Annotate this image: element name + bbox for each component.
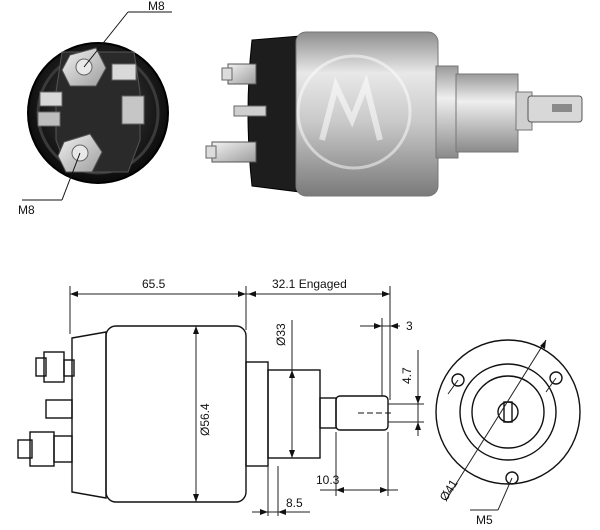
- ld-top-stud-tip: [35, 357, 47, 377]
- ld-bottom-stud-tip: [17, 439, 33, 459]
- arrow: [336, 487, 344, 493]
- arrow: [238, 291, 246, 297]
- label-bolt-circle: Ø41: [437, 477, 461, 504]
- label-body-dia: Ø56.4: [198, 403, 212, 436]
- arrow: [248, 291, 256, 297]
- contact-plate-right: [121, 95, 145, 125]
- arrow: [380, 487, 388, 493]
- arrow: [278, 509, 286, 515]
- ld-hole-mark: [545, 377, 557, 393]
- contact-plate-left-bottom: [37, 111, 61, 127]
- arrow: [260, 509, 268, 515]
- side-nose: [455, 73, 519, 153]
- photo-side-view: [205, 31, 583, 197]
- leader-m5: [497, 477, 513, 511]
- ld-end-flange: [459, 363, 557, 461]
- ld-mount-hole-right: [549, 371, 563, 385]
- side-top-stud-tip: [221, 67, 233, 81]
- leader-bottom-m8: [61, 152, 81, 201]
- ld-bottom-washer: [53, 435, 73, 463]
- label-top-m8: M8: [148, 0, 165, 13]
- side-spade: [233, 105, 267, 117]
- ld-nose: [267, 369, 321, 459]
- side-plunger-slot: [552, 104, 572, 112]
- arrow: [415, 396, 421, 404]
- ld-cap: [71, 331, 107, 499]
- label-eye-length: 10.3: [316, 473, 340, 487]
- arrow: [382, 291, 390, 297]
- leader-top-m8: [83, 11, 129, 68]
- side-bottom-stud-tip: [205, 145, 217, 159]
- side-bottom-stud: [211, 141, 257, 163]
- line-drawing-end-view: Ø41 M5: [435, 339, 581, 527]
- side-end-cap: [247, 35, 301, 193]
- watermark-logo: [296, 54, 412, 170]
- arrow: [390, 323, 398, 329]
- ld-body: [105, 325, 247, 503]
- ld-top-washer: [63, 359, 75, 377]
- watermark-logo-mark: [319, 74, 383, 141]
- arrow: [289, 450, 295, 458]
- line-drawing-side: 65.5 32.1 Engaged Ø56.4 Ø33 3 4.7: [17, 277, 424, 516]
- photo-end-view: M8 M8: [18, 0, 172, 217]
- arrow: [289, 370, 295, 378]
- spade-terminal: [111, 63, 137, 81]
- label-shoulder: 8.5: [286, 496, 303, 510]
- label-m5: M5: [476, 513, 493, 527]
- ld-end-slot: [503, 401, 513, 423]
- label-eye-width: 4.7: [400, 367, 414, 384]
- ld-mount-hole-left: [451, 373, 465, 387]
- contact-plate-left-top: [39, 91, 63, 107]
- label-nose-dia: Ø33: [274, 323, 288, 346]
- ld-nose-flange: [245, 361, 269, 467]
- ld-bottom-stud-nut: [29, 431, 55, 467]
- ld-top-stud-nut: [43, 351, 65, 383]
- ld-plunger: [319, 397, 337, 429]
- label-slot: 3: [406, 319, 413, 333]
- ld-spade: [45, 399, 73, 419]
- arrow: [193, 494, 199, 502]
- ld-end-outer: [435, 339, 581, 485]
- arrow: [415, 422, 421, 430]
- ld-hole-mark: [447, 379, 459, 395]
- arrow: [374, 323, 382, 329]
- label-engaged: 32.1 Engaged: [272, 277, 347, 291]
- ld-mount-hole-bottom: [505, 471, 519, 485]
- arrow: [540, 340, 546, 349]
- dim-line-bolt-circle: [445, 339, 547, 501]
- side-nose-flange: [435, 65, 459, 159]
- arrow: [70, 291, 78, 297]
- ld-end-nose: [471, 375, 545, 449]
- label-bottom-m8: M8: [18, 203, 35, 217]
- label-body-length: 65.5: [142, 277, 166, 291]
- arrow: [193, 326, 199, 334]
